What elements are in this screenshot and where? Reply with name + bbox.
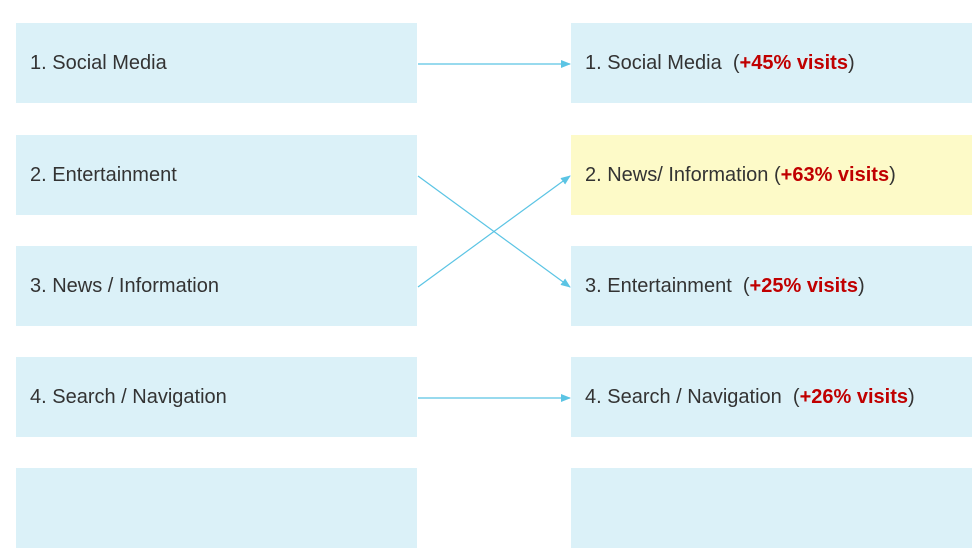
right-box-close-paren: ): [857, 274, 865, 297]
right-box-label: 4. Search / Navigation: [585, 385, 782, 408]
arrow-news-information: [417, 175, 571, 288]
right-box-gain: +25% visits: [749, 274, 858, 297]
right-box-label: 2. News/ Information: [585, 163, 769, 186]
right-box-open-paren: (: [732, 51, 740, 74]
right-box-close-paren: ): [908, 385, 915, 408]
right-box-close-paren: ): [847, 51, 855, 74]
left-box-label: 4. Search / Navigation: [30, 385, 227, 408]
right-box-label: 3. Entertainment: [585, 274, 732, 297]
left-box-fifth: [16, 468, 417, 548]
left-box-entertainment: 2. Entertainment: [16, 135, 417, 215]
right-box-gain: +26% visits: [799, 385, 908, 408]
right-box-news-information: 2. News/ Information (+63% visits): [571, 135, 972, 215]
right-box-open-paren: (: [792, 385, 800, 408]
left-box-news-information: 3. News / Information: [16, 246, 417, 326]
left-box-social-media: 1. Social Media: [16, 23, 417, 103]
left-box-label: 2. Entertainment: [30, 163, 177, 186]
right-box-entertainment: 3. Entertainment (+25% visits): [571, 246, 972, 326]
right-box-open-paren: (: [773, 163, 781, 186]
left-box-label: 3. News / Information: [30, 274, 219, 297]
left-box-label: 1. Social Media: [30, 51, 167, 74]
right-box-social-media: 1. Social Media (+45% visits): [571, 23, 972, 103]
right-box-gain: +45% visits: [739, 51, 848, 74]
right-box-label: 1. Social Media: [585, 51, 722, 74]
right-box-search-navigation: 4. Search / Navigation (+26% visits): [571, 357, 972, 437]
right-box-gain: +63% visits: [780, 163, 890, 186]
right-box-open-paren: (: [742, 274, 750, 297]
right-box-close-paren: ): [889, 163, 896, 186]
arrow-entertainment: [417, 175, 571, 288]
left-box-search-navigation: 4. Search / Navigation: [16, 357, 417, 437]
right-box-fifth: [571, 468, 972, 548]
